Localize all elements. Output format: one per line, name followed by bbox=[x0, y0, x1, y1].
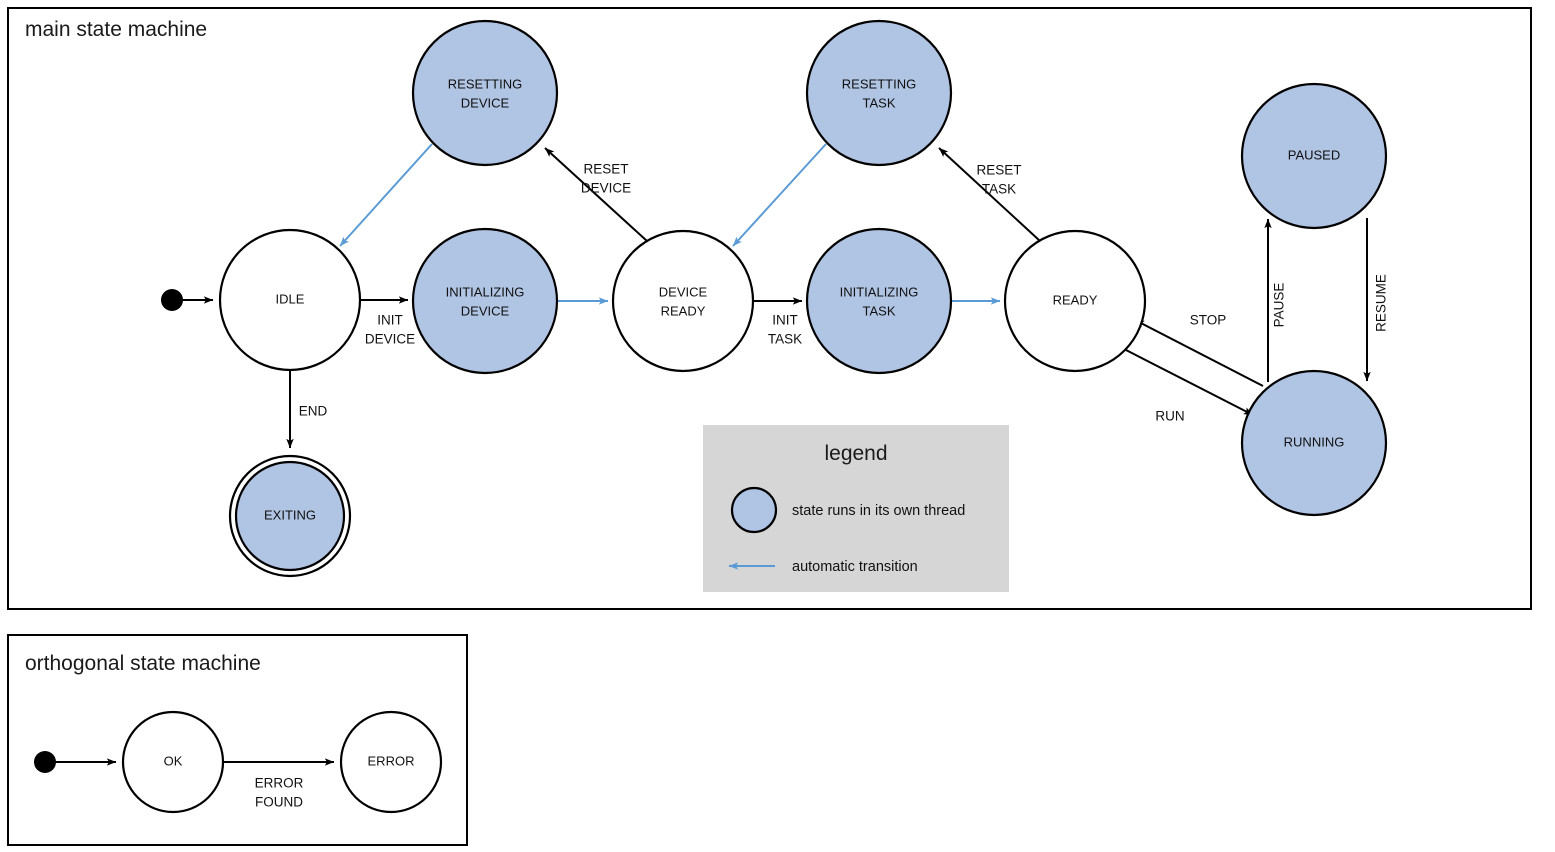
edge-label-init-device-line1: INIT bbox=[377, 313, 403, 328]
state-label-resetting-task-line2: TASK bbox=[863, 95, 896, 110]
edge-label-reset-device-line2: DEVICE bbox=[581, 181, 631, 196]
state-label-resetting-task-line1: RESETTING bbox=[842, 76, 916, 91]
state-resetting-device[interactable]: RESETTING DEVICE bbox=[411, 19, 559, 167]
edge-label-resume: RESUME bbox=[1374, 274, 1389, 332]
transition-ready-to-resetting-task: RESET TASK bbox=[938, 147, 1041, 242]
transition-device-ready-to-initializing-task: INIT TASK bbox=[753, 297, 803, 347]
transition-initial-to-ok bbox=[34, 751, 117, 773]
state-label-running: RUNNING bbox=[1284, 434, 1345, 449]
edge-label-run: RUN bbox=[1155, 409, 1184, 424]
state-label-device-ready-line1: DEVICE bbox=[659, 284, 708, 299]
state-label-initializing-task-line2: TASK bbox=[863, 303, 896, 318]
state-label-exiting: EXITING bbox=[264, 507, 316, 522]
transition-ok-to-error: ERROR FOUND bbox=[223, 758, 335, 810]
transition-running-to-ready: STOP bbox=[1134, 313, 1264, 387]
legend-title: legend bbox=[824, 442, 887, 465]
edge-label-end: END bbox=[299, 404, 328, 419]
transition-idle-to-exiting: END bbox=[286, 370, 328, 449]
edge-label-reset-device-line1: RESET bbox=[583, 162, 628, 177]
transition-device-ready-to-resetting-device: RESET DEVICE bbox=[544, 147, 648, 242]
edge-label-reset-task-line1: RESET bbox=[976, 163, 1021, 178]
state-ok[interactable]: OK bbox=[121, 710, 225, 814]
state-ready[interactable]: READY bbox=[1003, 229, 1147, 373]
edge-label-reset-task-line2: TASK bbox=[982, 182, 1016, 197]
edge-label-init-device-line2: DEVICE bbox=[365, 332, 415, 347]
edge-label-stop: STOP bbox=[1190, 313, 1227, 328]
legend-item-threaded-state: state runs in its own thread bbox=[730, 486, 965, 534]
transition-running-to-paused: PAUSE bbox=[1264, 218, 1287, 382]
state-label-resetting-device-line1: RESETTING bbox=[448, 76, 522, 91]
legend-panel: legend state runs in its own thread auto… bbox=[703, 425, 1009, 592]
edge-label-error-found-line2: FOUND bbox=[255, 795, 303, 810]
main-frame-title: main state machine bbox=[25, 18, 207, 41]
transition-paused-to-running: RESUME bbox=[1363, 218, 1389, 382]
state-label-ready: READY bbox=[1053, 292, 1098, 307]
orthogonal-frame-title: orthogonal state machine bbox=[25, 652, 261, 675]
state-error[interactable]: ERROR bbox=[339, 710, 443, 814]
state-running[interactable]: RUNNING bbox=[1240, 369, 1388, 517]
state-label-error: ERROR bbox=[368, 753, 415, 768]
initial-pseudostate-orthogonal bbox=[34, 751, 56, 773]
state-paused[interactable]: PAUSED bbox=[1240, 82, 1388, 230]
state-initializing-device[interactable]: INITIALIZING DEVICE bbox=[411, 227, 559, 375]
state-device-ready[interactable]: DEVICE READY bbox=[611, 229, 755, 373]
transition-resetting-device-to-idle bbox=[339, 143, 433, 247]
state-idle[interactable]: IDLE bbox=[218, 228, 362, 372]
state-initializing-task[interactable]: INITIALIZING TASK bbox=[805, 227, 953, 375]
transition-ready-to-running: RUN bbox=[1125, 349, 1254, 424]
transition-idle-to-initializing-device: INIT DEVICE bbox=[360, 296, 415, 347]
initial-pseudostate-main bbox=[161, 289, 183, 311]
legend-automatic-transition-label: automatic transition bbox=[792, 559, 918, 575]
state-label-device-ready-line2: READY bbox=[661, 303, 706, 318]
edge-label-init-task-line2: TASK bbox=[768, 332, 802, 347]
transition-resetting-task-to-device-ready bbox=[732, 143, 827, 247]
state-label-ok: OK bbox=[164, 753, 183, 768]
state-label-initializing-task-line1: INITIALIZING bbox=[840, 284, 919, 299]
edge-label-error-found-line1: ERROR bbox=[255, 776, 304, 791]
state-label-resetting-device-line2: DEVICE bbox=[461, 95, 510, 110]
state-label-paused: PAUSED bbox=[1288, 147, 1341, 162]
state-label-initializing-device-line1: INITIALIZING bbox=[446, 284, 525, 299]
legend-threaded-state-swatch bbox=[730, 486, 778, 534]
state-label-initializing-device-line2: DEVICE bbox=[461, 303, 510, 318]
state-label-idle: IDLE bbox=[276, 291, 305, 306]
state-exiting-final[interactable]: EXITING bbox=[228, 454, 352, 578]
edge-label-init-task-line1: INIT bbox=[772, 313, 798, 328]
state-resetting-task[interactable]: RESETTING TASK bbox=[805, 19, 953, 167]
legend-item-automatic-transition: automatic transition bbox=[728, 559, 918, 575]
legend-threaded-state-label: state runs in its own thread bbox=[792, 503, 965, 519]
edge-label-pause: PAUSE bbox=[1272, 283, 1287, 328]
